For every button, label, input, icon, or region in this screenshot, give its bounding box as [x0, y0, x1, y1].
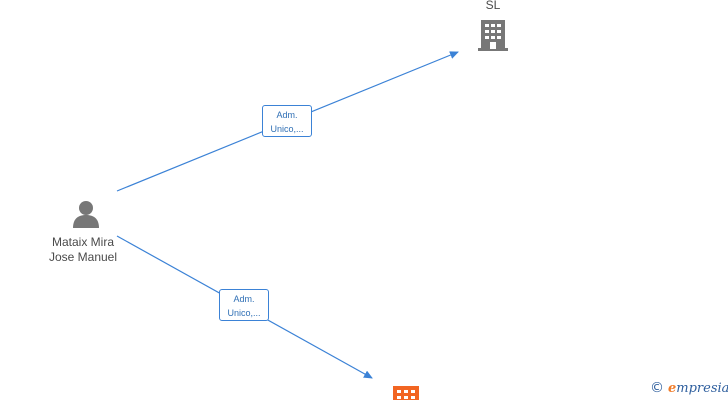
- building-icon-highlighted[interactable]: [393, 386, 419, 400]
- brand-name: mpresia: [676, 381, 728, 396]
- person-icon[interactable]: [71, 199, 101, 229]
- copyright-symbol: ©: [650, 380, 664, 396]
- company-top-label: SL: [485, 0, 501, 12]
- brand-watermark: © empresia: [650, 380, 728, 396]
- brand-initial: e: [668, 381, 677, 396]
- edge-label-top-line2: Unico,...: [270, 124, 304, 134]
- edge-label-top[interactable]: Adm. Unico,...: [262, 105, 312, 137]
- building-icon[interactable]: [477, 18, 509, 52]
- person-label-line1: Mataix Mira: [51, 235, 114, 249]
- edge-label-bottom[interactable]: Adm. Unico,...: [219, 289, 269, 321]
- edge-label-top-line1: Adm.: [276, 110, 298, 120]
- person-label-line2: Jose Manuel: [48, 250, 118, 264]
- edge-label-bottom-line1: Adm.: [233, 294, 255, 304]
- person-label: Mataix Mira Jose Manuel: [38, 235, 128, 265]
- edge-label-bottom-line2: Unico,...: [227, 308, 261, 318]
